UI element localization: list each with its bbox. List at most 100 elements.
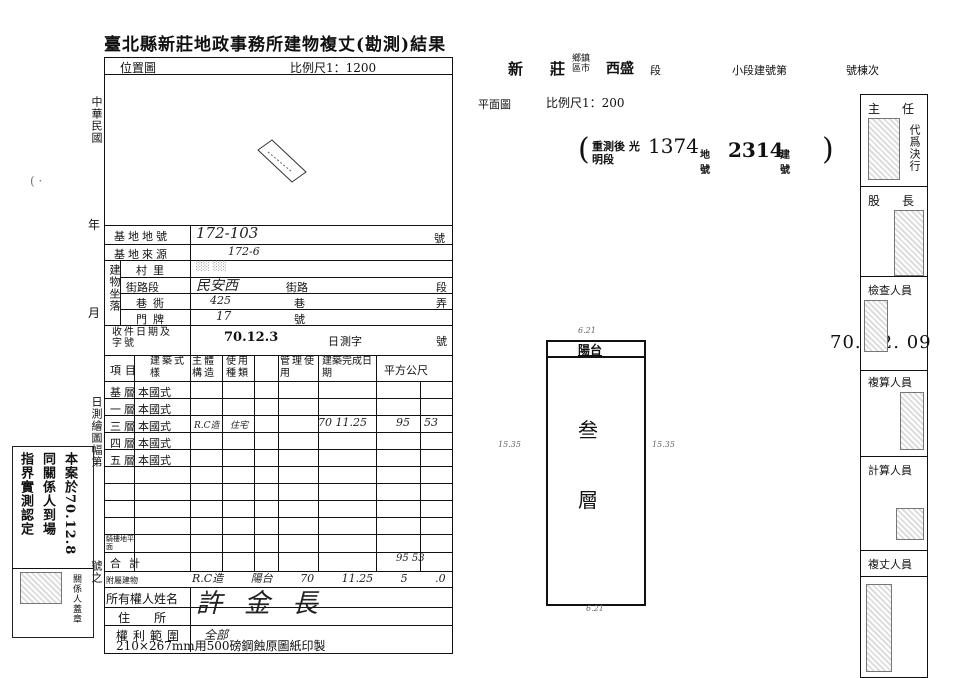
loc-unit-lane: 弄 [436, 297, 447, 310]
header-section-suffix: 段 [650, 64, 661, 77]
floor-structure: R.C造 [194, 421, 220, 431]
annex-value-text: R.C造 陽台 70 11.25 5 .0 [192, 572, 446, 585]
building-floor-suffix: 層 [578, 488, 598, 512]
plan-dim-right: 15.35 [652, 440, 675, 449]
staff-calculator: 計算人員 [868, 464, 912, 477]
form-title: 臺北縣新莊地政事務所建物複丈(勘測)結果 [104, 35, 447, 55]
staff-surveyor: 複丈人員 [868, 558, 912, 571]
floor-item: 四 [110, 437, 121, 450]
calculator-seal [896, 508, 924, 540]
verify-sig-label: 關係人蓋章 [71, 574, 81, 624]
floor-date: 70 11.25 [318, 416, 367, 429]
relation-seal [20, 572, 62, 604]
loc-mid-street: 街路 [286, 281, 308, 294]
receipt-label: 收件日期及字號 [112, 327, 172, 349]
staff-chief: 主任 [868, 102, 937, 116]
floor-style: 本國式 [138, 454, 171, 467]
th-mgmt: 管理使用 [280, 356, 316, 379]
plan-dim-top: 6.21 [578, 326, 596, 335]
location-group-label: 建物坐落 [108, 264, 121, 312]
loc-value-lane: 425 [210, 294, 231, 307]
floor-item: 一 [110, 403, 121, 416]
plan-dim-bottom: 6.21 [586, 604, 604, 613]
total-value: 95 53 [396, 553, 425, 564]
building-plan-outline [546, 340, 646, 606]
header-city: 新 [508, 60, 524, 78]
floor-area-int: 95 [396, 416, 410, 429]
chief-seal [868, 118, 900, 180]
floor-suffix: 層 [124, 403, 135, 416]
floor-style: 本國式 [138, 386, 171, 399]
loc-value-door: 17 [216, 309, 232, 323]
floor-suffix: 層 [124, 454, 135, 467]
floor-suffix: 層 [124, 437, 135, 450]
resurvey-bracket-close: ) [822, 132, 834, 167]
owner-label: 所有權人姓名 [106, 592, 179, 606]
loc-label-lane: 巷衖 [136, 297, 170, 310]
plan-scale: 比例尺1：200 [546, 96, 625, 110]
staff-inspector: 檢查人員 [868, 284, 912, 297]
header-tail: 號棟次 [846, 64, 879, 77]
plan-dim-left: 15.35 [498, 440, 521, 449]
loc-label-door: 門牌 [136, 313, 170, 326]
floor-item: 三 [110, 420, 121, 433]
loc-value-street: 民安西 [196, 278, 238, 294]
resurvey-bracket-open: ( [578, 132, 590, 167]
receipt-mid2: 測字 [340, 335, 362, 348]
surveyor-seal [866, 584, 892, 672]
address-label: 住所 [118, 611, 191, 625]
verify-line-2: 同關係人到場 [40, 452, 55, 536]
owner-value: 許金長 [196, 589, 341, 619]
parcel-value-1: 172-103 [196, 224, 259, 242]
th-structure: 主體構造 [192, 356, 216, 379]
loc-mid-lane: 巷 [294, 297, 305, 310]
floor-use: 住宅 [230, 421, 249, 431]
rights-value: 全部 [204, 628, 229, 642]
parcel-label-1: 基地地號 [114, 230, 170, 243]
loc-label-village: 村里 [136, 264, 170, 277]
verify-line-3: 指界實測認定 [18, 452, 33, 536]
header-subsection: 小段建號第 [732, 64, 787, 77]
receipt-value: 70.12.3 [224, 330, 279, 345]
section-seal [894, 210, 924, 276]
verification-stamp [12, 446, 94, 638]
location-map-label: 位置圖 [120, 61, 157, 75]
resurvey-bldg-suffix: 建號 [780, 150, 790, 176]
total-label: 合計 [110, 557, 148, 570]
floor-suffix: 層 [124, 420, 135, 433]
loc-value-village: ░░ ░░ [196, 262, 227, 272]
th-item: 項目 [110, 364, 140, 377]
annex-label: 附屬建物 [106, 576, 138, 585]
th-style: 建築式樣 [150, 356, 186, 379]
resurvey-land-suffix: 地號 [700, 150, 710, 176]
annex-value: R.C造 陽台 70 11.25 5 .0 [192, 570, 446, 586]
parcel-unit-1: 號 [434, 232, 445, 245]
loc-mid-door: 號 [294, 313, 305, 326]
staff-recheck: 複算人員 [868, 376, 912, 389]
resurvey-land: 1374 [648, 134, 699, 158]
building-floor: 叁 [578, 418, 598, 442]
resurvey-label: 重測後 光明段 [592, 140, 640, 166]
side-label-year: 年 [88, 218, 101, 232]
side-label-month: 月 [88, 306, 101, 320]
verify-line-1: 本案於70.12.8 [62, 452, 77, 556]
resurvey-bldg: 2314 [728, 138, 784, 162]
parcel-label-2: 基地來源 [114, 248, 170, 261]
header-city2: 莊 [550, 60, 566, 78]
staff-acting: 代爲決行 [908, 124, 921, 172]
th-date: 建築完成日期 [322, 356, 372, 379]
header-town: 鄉鎮區市 [572, 54, 591, 74]
floor-suffix: 層 [124, 386, 135, 399]
floor-style: 本國式 [138, 437, 171, 450]
side-label-era: 中華民國 [90, 96, 103, 144]
recheck-seal [900, 392, 924, 450]
receipt-mid: 日 [328, 335, 339, 348]
floor-area-dec: 53 [424, 416, 438, 429]
location-scale: 比例尺1：1200 [290, 61, 377, 75]
loc-label-street: 街路段 [126, 281, 159, 294]
parcel-value-2: 172-6 [228, 245, 260, 258]
staff-section-head: 股長 [868, 194, 937, 208]
arcade-label: 騎樓地平面 [106, 535, 134, 551]
form-footer: 210×267mm用500磅鋼蝕原圖紙印製 [116, 639, 326, 653]
loc-unit-street: 段 [436, 281, 447, 294]
